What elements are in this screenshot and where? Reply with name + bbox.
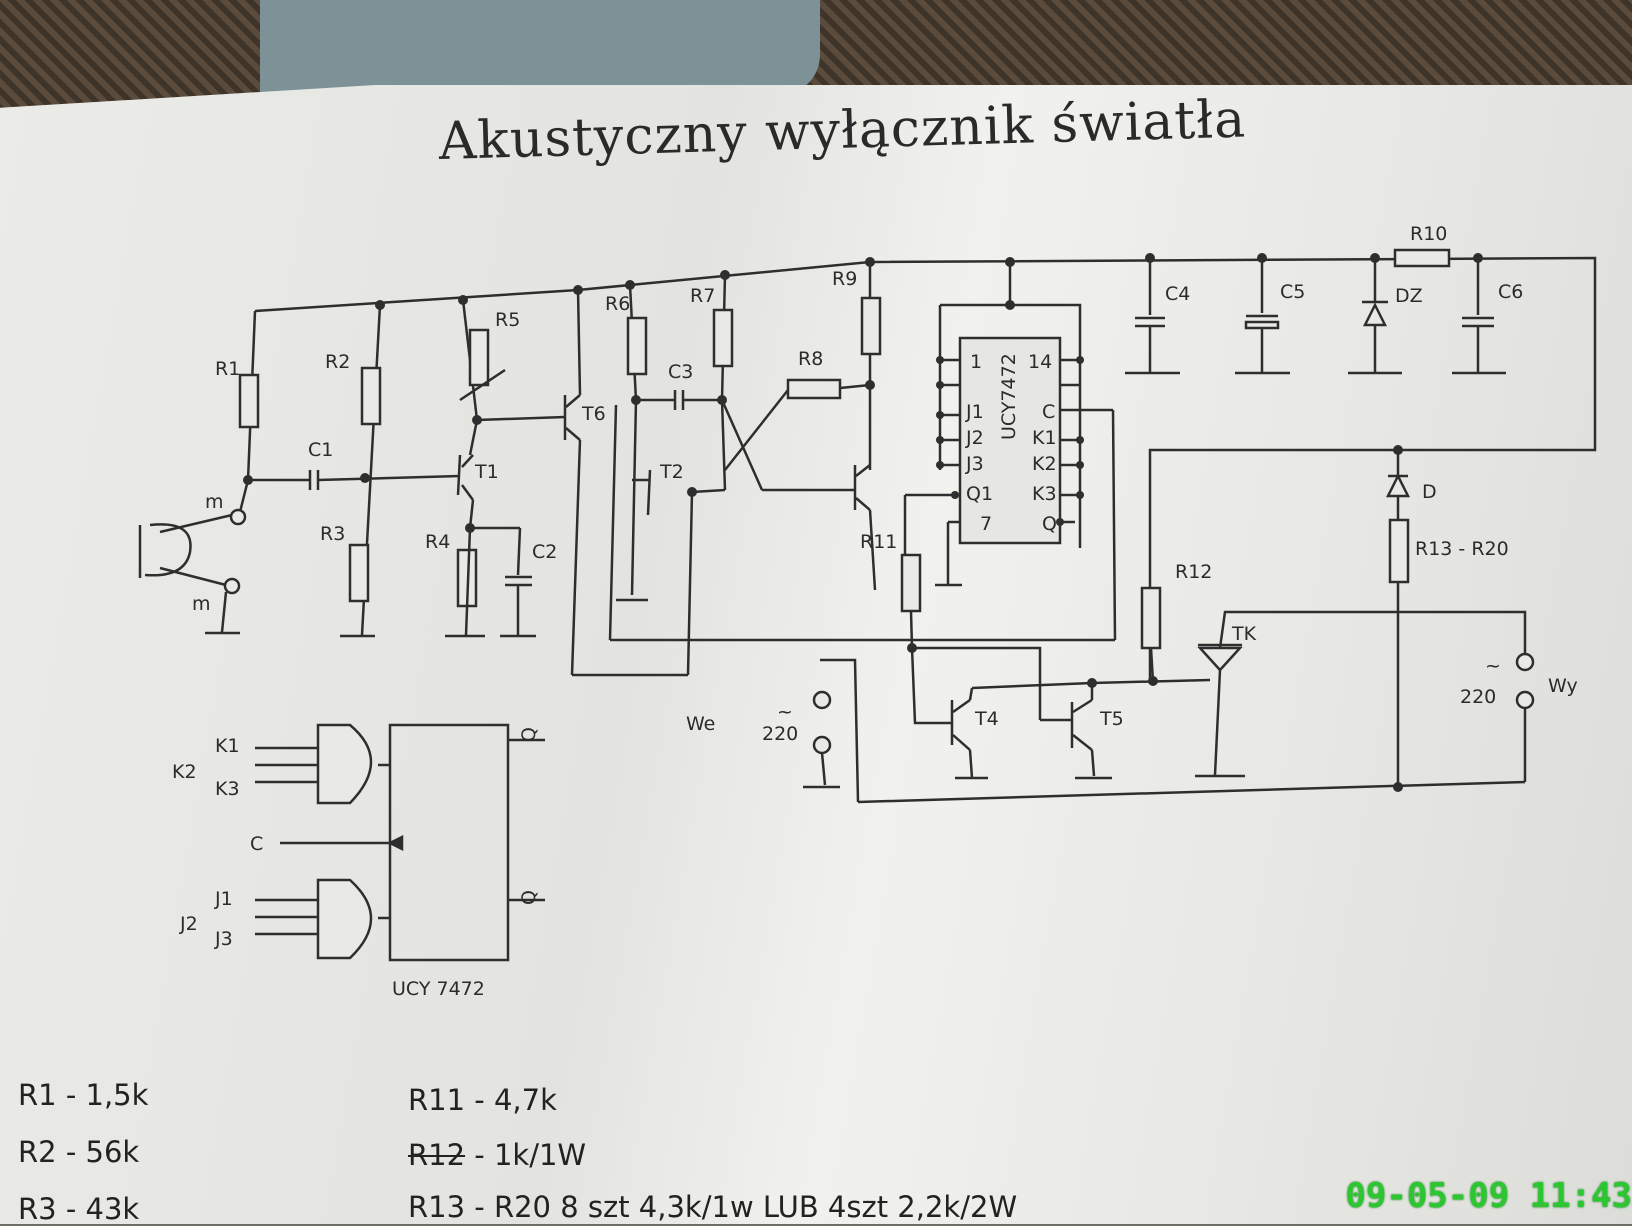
part-r12-name: R12 bbox=[408, 1138, 466, 1172]
and-gate-j bbox=[316, 878, 373, 960]
gate-label-j1: J1 bbox=[214, 888, 233, 910]
label-220-out: 220 bbox=[1460, 686, 1496, 708]
part-r11: R11 - 4,7k bbox=[408, 1083, 557, 1117]
pin-k1: K1 bbox=[1032, 427, 1057, 449]
label-r11: R11 bbox=[860, 531, 897, 553]
part-r2: R2 - 56k bbox=[18, 1135, 140, 1169]
label-r7: R7 bbox=[690, 285, 715, 307]
pin-7: 7 bbox=[980, 513, 992, 535]
label-r6: R6 bbox=[605, 293, 630, 315]
label-r4: R4 bbox=[425, 531, 450, 553]
pin-j3: J3 bbox=[965, 453, 984, 475]
pin-1: 1 bbox=[970, 351, 982, 373]
resistor-r13-r20 bbox=[1388, 518, 1410, 584]
pin-k2: K2 bbox=[1032, 453, 1057, 475]
resistor-r1 bbox=[238, 373, 260, 429]
pin-j1: J1 bbox=[965, 401, 984, 423]
label-ic-name: UCY7472 bbox=[998, 353, 1020, 440]
gate-label-q: Q bbox=[518, 727, 540, 742]
pin-k3: K3 bbox=[1032, 483, 1057, 505]
part-r12-value: - 1k/1W bbox=[465, 1138, 587, 1172]
label-c6: C6 bbox=[1498, 281, 1523, 303]
part-r12: R12 - 1k/1W bbox=[408, 1138, 586, 1172]
background-cushion bbox=[260, 0, 820, 95]
label-r12: R12 bbox=[1175, 561, 1212, 583]
gate-label-k1: K1 bbox=[215, 735, 240, 757]
gate-label-j2: J2 bbox=[179, 913, 198, 935]
potentiometer-r5 bbox=[468, 328, 490, 387]
photo-timestamp: 09-05-09 11:43 bbox=[1345, 1176, 1632, 1216]
label-tk: TK bbox=[1231, 623, 1257, 645]
resistor-r6 bbox=[626, 316, 648, 376]
gate-label-k2: K2 bbox=[172, 761, 197, 783]
caption-ucy7472: UCY 7472 bbox=[392, 978, 485, 1000]
supply-rail bbox=[254, 256, 1597, 680]
and-gate-k bbox=[316, 723, 373, 805]
gate-label-c: C bbox=[250, 833, 263, 855]
label-r5: R5 bbox=[495, 309, 520, 331]
label-220-in: 220 bbox=[762, 723, 798, 745]
label-d: D bbox=[1422, 481, 1437, 503]
label-tilde-out: ~ bbox=[1485, 655, 1501, 677]
pin-q1: Q1 bbox=[966, 483, 993, 505]
paper-sheet bbox=[0, 85, 1632, 1224]
label-r10: R10 bbox=[1410, 223, 1447, 245]
label-t1: T1 bbox=[474, 461, 499, 483]
gate-label-qbar: Q bbox=[518, 890, 540, 905]
gate-label-k3: K3 bbox=[215, 778, 240, 800]
resistor-r9 bbox=[860, 296, 882, 356]
part-r13-r20: R13 - R20 8 szt 4,3k/1w LUB 4szt 2,2k/2W bbox=[408, 1190, 1018, 1224]
resistor-r2 bbox=[360, 366, 382, 426]
label-tilde-in: ~ bbox=[777, 701, 793, 723]
label-c1: C1 bbox=[308, 439, 333, 461]
resistor-r8 bbox=[786, 378, 842, 400]
label-c4: C4 bbox=[1165, 283, 1190, 305]
label-t2: T2 bbox=[659, 461, 684, 483]
resistor-r10 bbox=[1393, 248, 1451, 268]
label-c5: C5 bbox=[1280, 281, 1305, 303]
label-c2: C2 bbox=[532, 541, 557, 563]
label-c3: C3 bbox=[668, 361, 693, 383]
pin-c: C bbox=[1042, 401, 1055, 423]
part-r1: R1 - 1,5k bbox=[18, 1078, 149, 1112]
label-wy: Wy bbox=[1548, 675, 1578, 697]
label-r1: R1 bbox=[215, 358, 240, 380]
pin-14: 14 bbox=[1028, 351, 1052, 373]
triac-tk bbox=[1197, 646, 1243, 672]
label-r13-r20: R13 - R20 bbox=[1415, 538, 1509, 560]
pin-q: Q bbox=[1042, 513, 1057, 535]
label-r2: R2 bbox=[325, 351, 350, 373]
label-we: We bbox=[686, 713, 715, 735]
label-t6: T6 bbox=[581, 403, 606, 425]
resistor-r3 bbox=[348, 543, 370, 603]
part-r3: R3 - 43k bbox=[18, 1192, 140, 1226]
microphone-symbol bbox=[144, 523, 192, 577]
label-t4: T4 bbox=[974, 708, 999, 730]
label-m-bottom: m bbox=[192, 593, 211, 615]
diode-d bbox=[1385, 473, 1411, 498]
label-r8: R8 bbox=[798, 348, 823, 370]
zener-dz bbox=[1362, 302, 1388, 327]
jk-flipflop-block bbox=[388, 723, 510, 962]
resistor-r11 bbox=[900, 553, 922, 613]
label-dz: DZ bbox=[1395, 285, 1423, 307]
ic-ucy7472 bbox=[958, 336, 1062, 545]
gate-label-j3: J3 bbox=[214, 928, 233, 950]
pin-j2: J2 bbox=[965, 427, 984, 449]
label-t5: T5 bbox=[1099, 708, 1124, 730]
resistor-r7 bbox=[712, 308, 734, 368]
resistor-r12 bbox=[1140, 586, 1162, 650]
label-r9: R9 bbox=[832, 268, 857, 290]
label-r3: R3 bbox=[320, 523, 345, 545]
label-m-top: m bbox=[205, 491, 224, 513]
